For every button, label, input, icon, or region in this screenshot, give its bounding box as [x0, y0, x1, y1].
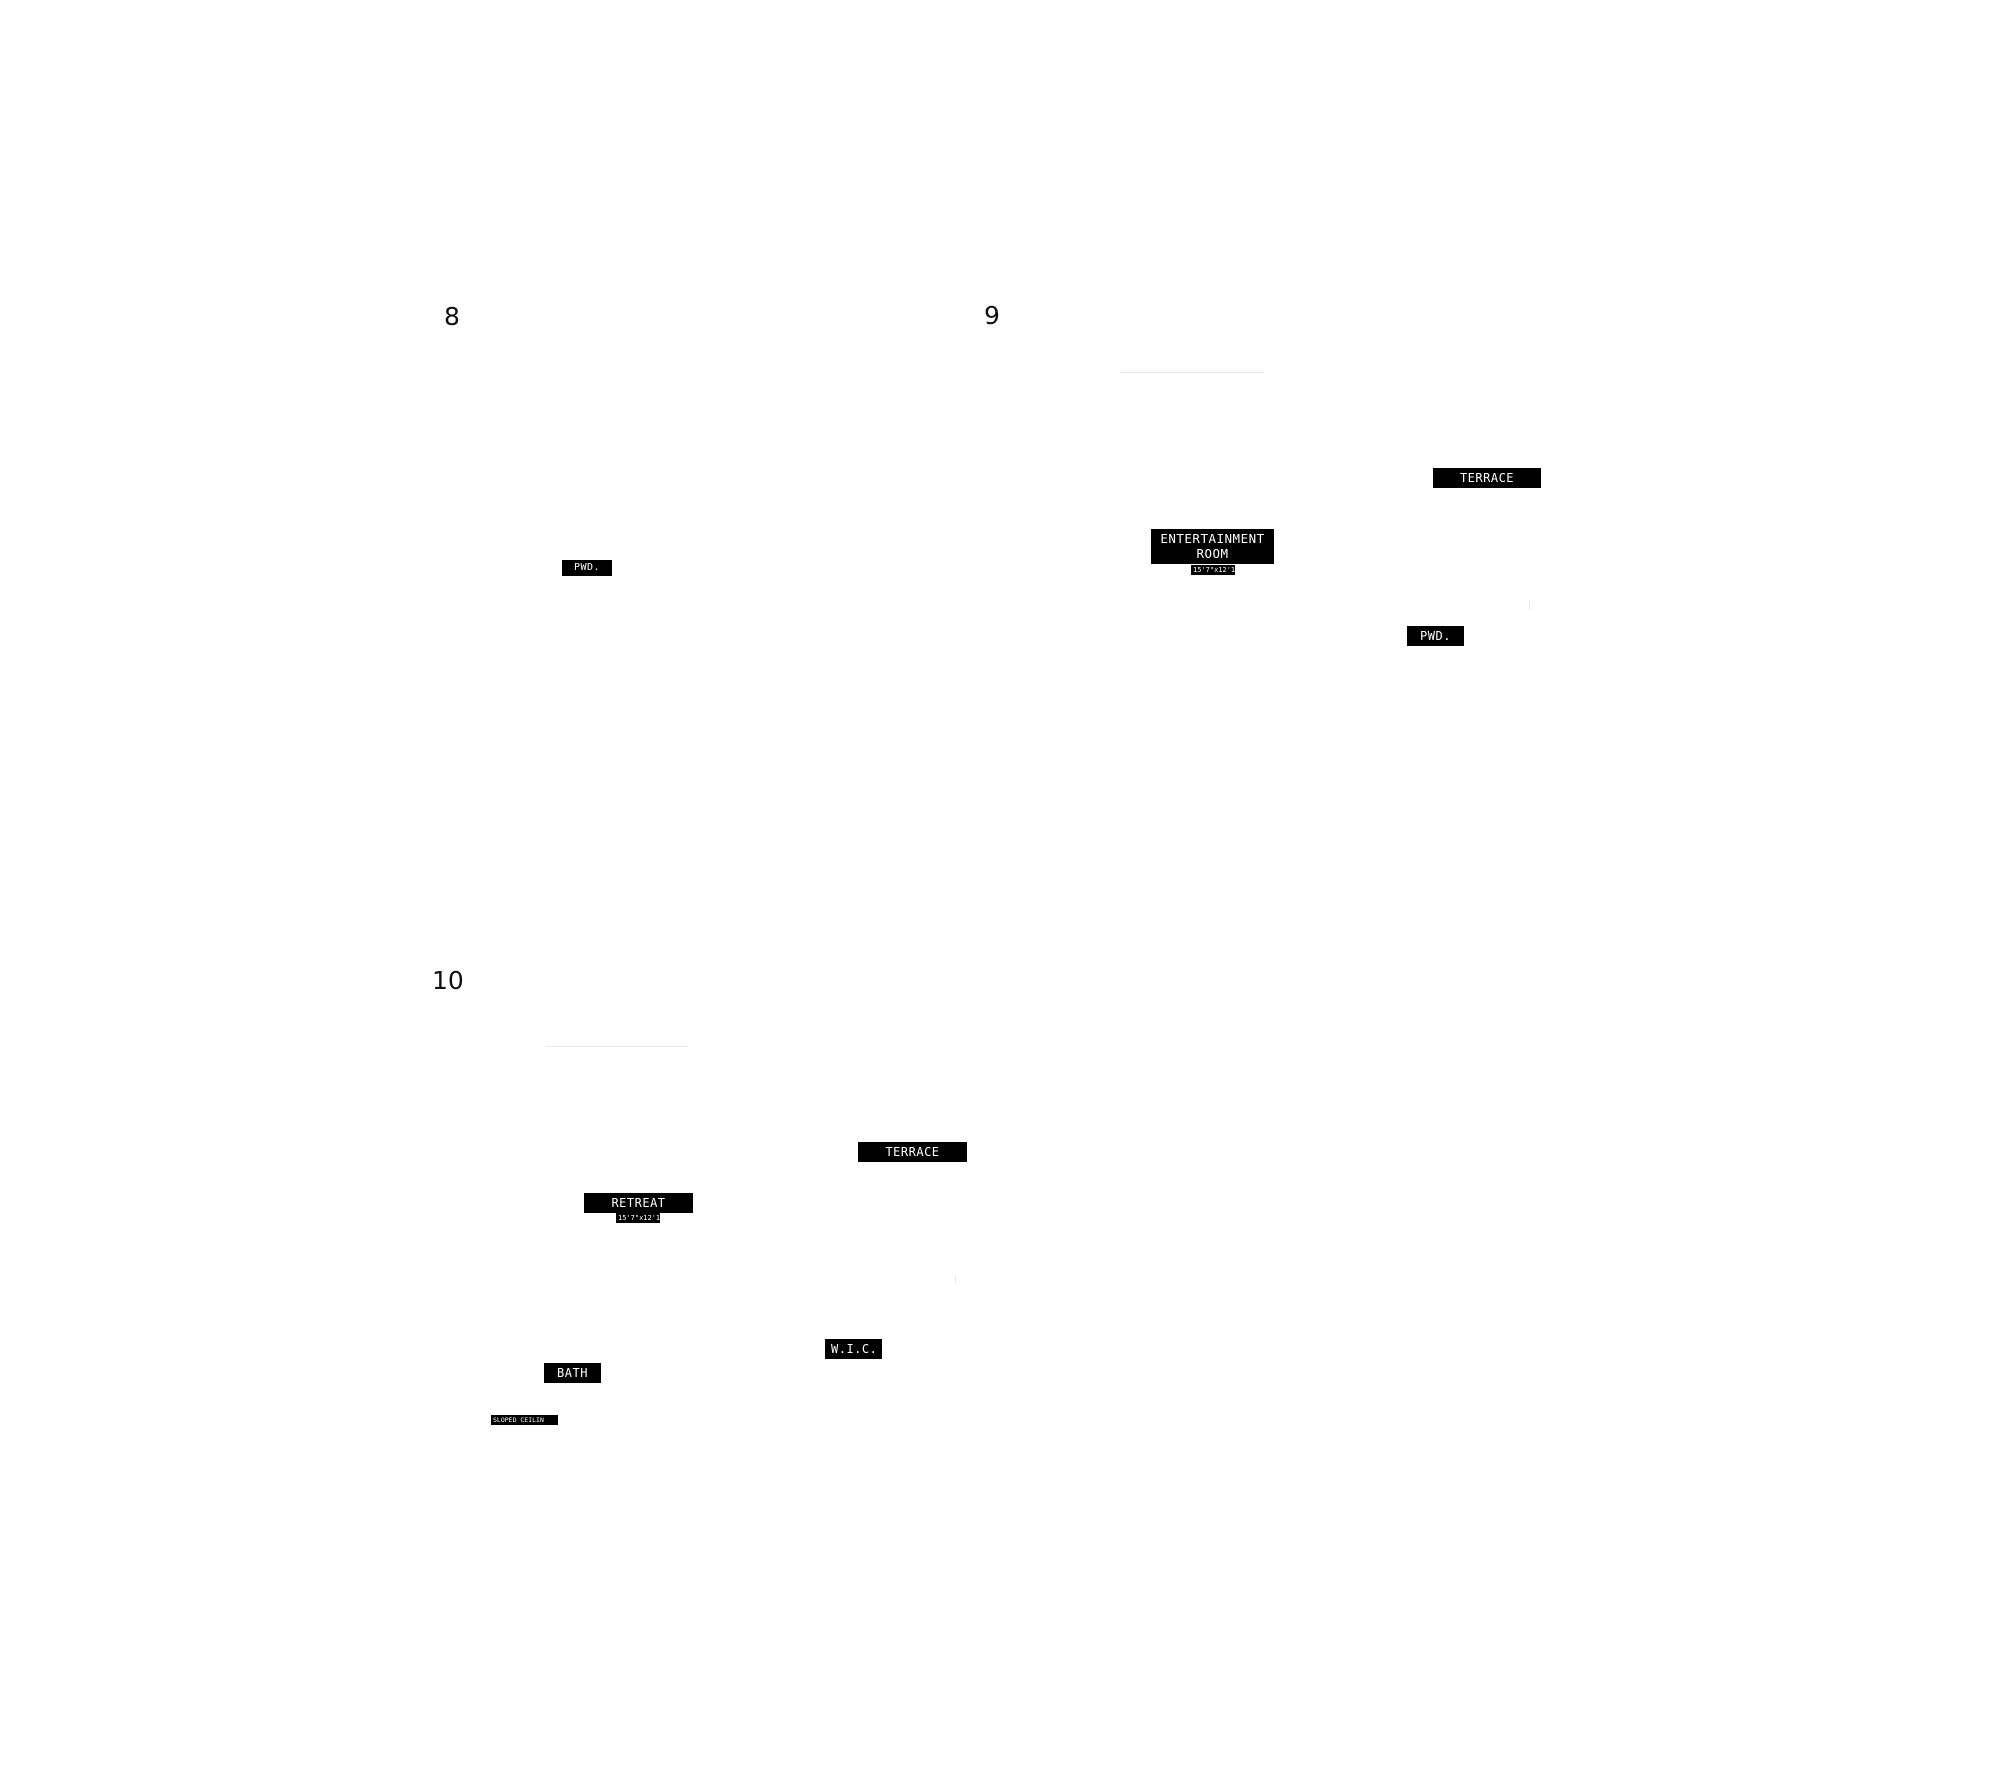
wall-tick [955, 1275, 956, 1284]
room-label-terrace: TERRACE [1433, 468, 1541, 488]
room-label-bath: BATH [544, 1363, 601, 1383]
room-label-line: ROOM [1196, 546, 1229, 561]
room-label-retreat: RETREAT [584, 1193, 693, 1213]
wall-line [1121, 372, 1264, 373]
room-dimension: 15'7"x12'11" [616, 1213, 669, 1223]
wall-line [545, 1046, 688, 1047]
plan-number: 9 [984, 301, 1000, 330]
note-label-sloped-ceiling: SLOPED CEILIN [491, 1415, 558, 1425]
room-label-powder: PWD. [1407, 626, 1464, 646]
wall-tick [1529, 601, 1530, 610]
room-label-terrace: TERRACE [858, 1142, 967, 1162]
room-label-entertainment-room: ENTERTAINMENT ROOM [1151, 529, 1274, 564]
room-label-walk-in-closet: W.I.C. [825, 1339, 882, 1359]
room-label-line: ENTERTAINMENT [1160, 531, 1265, 546]
room-label-powder: PWD. [562, 560, 612, 576]
plan-number: 10 [432, 966, 464, 995]
plan-number: 8 [444, 302, 460, 331]
room-dimension: 15'7"x12'11" [1191, 565, 1244, 575]
